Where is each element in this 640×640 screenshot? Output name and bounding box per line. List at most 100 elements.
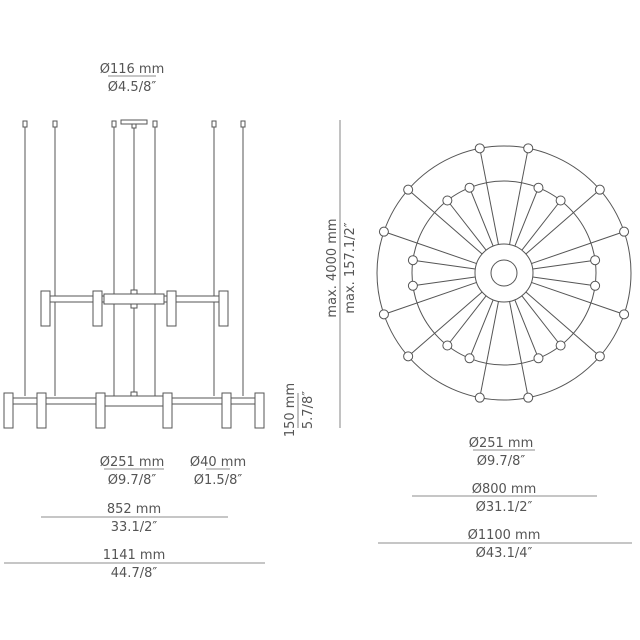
upper-shade	[40, 290, 51, 327]
side-view: Ø116 mm Ø4.5/8″	[3, 62, 358, 581]
lower-shade	[3, 392, 14, 429]
inner-spoke	[532, 276, 596, 287]
outer-spoke	[509, 301, 529, 398]
outer-lamp-node	[474, 392, 485, 403]
outer-lamp-node	[594, 351, 605, 362]
outer-lamp-node	[619, 226, 630, 237]
hub-diameter-metric: Ø251 mm	[100, 455, 165, 470]
inner-lamp-node	[464, 182, 475, 193]
cable-terminal	[22, 120, 28, 128]
upper-hub-cap-bottom	[130, 303, 138, 309]
outer-lamp-node	[594, 184, 605, 195]
inner-ring	[411, 180, 597, 366]
outer-lamp-node	[403, 351, 414, 362]
lower-width-metric: 1141 mm	[103, 548, 166, 563]
outer-lamp-node	[378, 226, 389, 237]
hub-diameter-imperial: Ø9.7/8″	[108, 473, 157, 488]
inner-spoke	[521, 295, 562, 346]
inner-lamp-node	[533, 182, 544, 193]
lower-tier	[3, 391, 265, 429]
upper-hub	[103, 293, 165, 305]
lower-shade	[95, 392, 106, 429]
outer-lamp-node	[378, 309, 389, 320]
ceiling-canopy	[120, 119, 148, 125]
inner-lamp-node	[464, 353, 475, 364]
lower-hub-cap	[130, 391, 138, 397]
outer-lamp-node	[523, 392, 534, 403]
inner-ring-diameter-metric: Ø800 mm	[472, 482, 537, 497]
central-hub-core	[490, 259, 518, 287]
upper-width-metric: 852 mm	[107, 502, 161, 517]
upper-shade	[92, 290, 103, 327]
suspension-cables	[24, 127, 244, 396]
cable-terminal	[240, 120, 246, 128]
inner-spoke	[514, 299, 539, 359]
outer-lamp-node	[619, 309, 630, 320]
shade-diameter-imperial: Ø1.5/8″	[194, 473, 243, 488]
outer-spoke	[407, 189, 483, 255]
shade-diameter-metric: Ø40 mm	[190, 455, 246, 470]
top-hub-diameter-metric: Ø251 mm	[469, 436, 534, 451]
cable-terminal	[152, 120, 158, 128]
outer-spoke	[531, 281, 625, 315]
canopy-connector	[131, 123, 137, 129]
inner-lamp-node	[555, 195, 566, 206]
lamp-nodes	[378, 143, 630, 403]
cable-terminal	[211, 120, 217, 128]
inner-lamp-node	[590, 280, 601, 291]
outer-lamp-node	[403, 184, 414, 195]
outer-spoke	[407, 291, 483, 357]
outer-ring-diameter-imperial: Ø43.1/4″	[476, 546, 533, 561]
outer-spoke	[479, 148, 499, 245]
upper-shade	[218, 290, 229, 327]
inner-spoke	[521, 200, 562, 251]
inner-spoke	[446, 200, 487, 251]
outer-spoke	[525, 291, 601, 357]
inner-lamp-node	[442, 195, 453, 206]
upper-width-imperial: 33.1/2″	[111, 520, 158, 535]
inner-spoke	[446, 295, 487, 346]
inner-lamp-node	[555, 340, 566, 351]
lower-shade	[36, 392, 47, 429]
outer-spoke	[383, 231, 477, 265]
outer-ring-diameter-metric: Ø1100 mm	[468, 528, 541, 543]
cable-terminal	[52, 120, 58, 128]
canopy-diameter-metric: Ø116 mm	[100, 62, 165, 77]
inner-lamp-node	[407, 280, 418, 291]
upper-shade	[166, 290, 177, 327]
lower-height-imperial: 5.7/8″	[301, 391, 316, 429]
inner-spoke	[412, 259, 476, 270]
outer-spoke	[479, 301, 499, 398]
inner-spoke	[412, 276, 476, 287]
upper-hub-cap	[130, 289, 138, 295]
outer-spoke	[509, 148, 529, 245]
lower-width-imperial: 44.7/8″	[111, 566, 158, 581]
outer-lamp-node	[523, 143, 534, 154]
lower-shade	[254, 392, 265, 429]
top-view: Ø251 mm Ø9.7/8″ Ø800 mm Ø31.1/2″ Ø1100 m…	[376, 143, 632, 561]
height-imperial: max. 157.1/2″	[343, 222, 358, 313]
upper-tier	[40, 289, 229, 327]
outer-spoke	[531, 231, 625, 265]
lower-shade	[162, 392, 173, 429]
lower-hub	[103, 395, 165, 407]
inner-lamp-node	[407, 255, 418, 266]
inner-ring-diameter-imperial: Ø31.1/2″	[476, 500, 533, 515]
inner-lamp-node	[533, 353, 544, 364]
lower-height-metric: 150 mm	[283, 383, 298, 437]
inner-spoke	[469, 299, 494, 359]
inner-lamp-node	[442, 340, 453, 351]
spokes	[383, 148, 625, 398]
inner-spoke	[514, 187, 539, 247]
canopy-diameter-imperial: Ø4.5/8″	[108, 80, 157, 95]
lower-shade	[221, 392, 232, 429]
cable-terminal	[111, 120, 117, 128]
top-hub-diameter-imperial: Ø9.7/8″	[477, 454, 526, 469]
outer-spoke	[383, 281, 477, 315]
inner-spoke	[532, 259, 596, 270]
height-metric: max. 4000 mm	[325, 218, 340, 317]
inner-lamp-node	[590, 255, 601, 266]
inner-spoke	[469, 187, 494, 247]
outer-lamp-node	[474, 143, 485, 154]
